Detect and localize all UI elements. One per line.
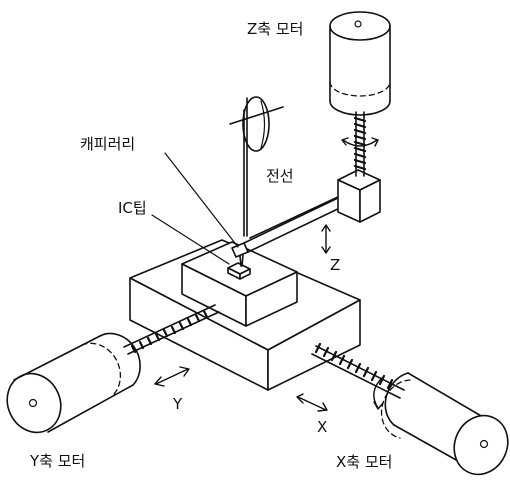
z-lead-screw (353, 111, 367, 177)
z-rotation-arrow (341, 137, 379, 147)
leader-lines (151, 152, 239, 265)
label-z-motor: Z축 모터 (247, 20, 304, 38)
z-motor-shape (329, 11, 391, 116)
label-y-axis: Y (173, 395, 183, 413)
label-x-axis: X (317, 418, 328, 436)
label-z-axis: Z (330, 256, 341, 274)
z-motion-arrow (321, 224, 331, 254)
z-arm (243, 195, 345, 253)
label-y-motor: Y축 모터 (30, 452, 86, 470)
label-x-motor: X축 모터 (336, 453, 393, 471)
x-lead-screw (311, 342, 405, 399)
x-motor-shape (380, 372, 509, 476)
z-carriage (337, 169, 381, 223)
label-wire: 전선 (266, 167, 294, 185)
wire-spool (229, 96, 284, 237)
y-lead-screw (123, 304, 220, 355)
x-motion-arrow (296, 393, 328, 412)
label-ic-chip: IC팁 (118, 199, 147, 217)
x-rotation-arrow (373, 377, 384, 410)
ic-chip-shape (227, 262, 251, 280)
y-motion-arrow (154, 366, 190, 387)
y-motor-shape (6, 332, 141, 434)
label-capillary: 캐피러리 (80, 135, 136, 153)
